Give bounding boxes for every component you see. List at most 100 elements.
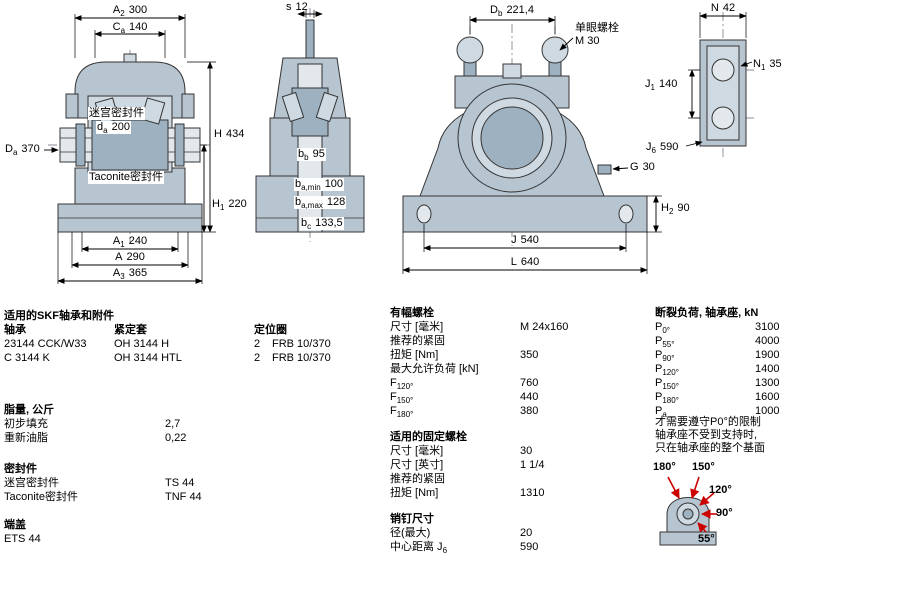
load-angle-label-90: 90°: [716, 507, 733, 519]
p0-limit-note: 才需要遵守P0°的限制 轴承座不受到支持时, 只在轴承座的整个基面: [655, 416, 805, 455]
col-header-ring: 定位圈: [254, 324, 287, 336]
pin-section-title: 销钉尺寸: [390, 513, 434, 525]
load-row-p150: P150°1300: [655, 377, 780, 392]
spec-row: 径(最大)20: [390, 527, 533, 539]
bearing-row: C 3144 K OH 3144 HTL 2 FRB 10/370: [4, 352, 331, 364]
spec-row: 推荐的紧固: [390, 473, 445, 485]
spec-row: 扭矩 [Nm]1310: [390, 487, 545, 499]
eye-bolt-label-line2: M 30: [575, 35, 600, 47]
drawing-housing-side-view: [685, 12, 754, 158]
base-bolt-hole-left: [416, 204, 432, 224]
fixing-bolts-section: 适用的固定螺栓 尺寸 [毫米]30 尺寸 [英寸]1 1/4 推荐的紧固 扭矩 …: [390, 430, 650, 500]
note-line: 才需要遵守P0°的限制: [655, 416, 761, 428]
load-arrow-55: [697, 522, 708, 533]
note-line: 轴承座不受到支持时,: [655, 429, 758, 441]
eye-bolt-label-line1: 单眼螺栓: [575, 22, 619, 34]
bearings-accessories-section: 适用的SKF轴承和附件 轴承 紧定套 定位圈 23144 CCK/W33 OH …: [4, 309, 374, 365]
cap-stud: [305, 19, 315, 61]
load-direction-diagram: [659, 476, 717, 546]
load-arrow-150: [690, 476, 700, 499]
seal-left: [75, 123, 86, 167]
col-header-bearing: 轴承: [4, 324, 26, 336]
col-header-sleeve: 紧定套: [114, 324, 147, 336]
spec-row-f180: F180°380: [390, 405, 539, 420]
spec-row: 最大允许负荷 [kN]: [390, 363, 479, 375]
load-angle-label-120: 120°: [709, 484, 732, 496]
bore-inner: [480, 106, 544, 170]
load-angle-label-180: 180°: [653, 461, 676, 473]
eye-bolt-right: [541, 36, 569, 64]
bearing-row: 23144 CCK/W33 OH 3144 H 2 FRB 10/370: [4, 338, 331, 350]
fixing-bolts-title: 适用的固定螺栓: [390, 431, 467, 443]
load-arrow-120: [699, 492, 715, 506]
load-row-p180: P180°1600: [655, 391, 780, 406]
base-front: [402, 195, 648, 233]
load-row-p0: P0°3100: [655, 321, 780, 336]
spec-row: 尺寸 [毫米]M 24x160: [390, 321, 569, 333]
spec-row: 尺寸 [英寸]1 1/4: [390, 459, 545, 471]
spec-row: 推荐的紧固: [390, 335, 445, 347]
grease-nipple: [123, 53, 137, 63]
end-cover-title: 端盖: [4, 519, 26, 531]
spec-row-f120: F120°760: [390, 377, 539, 392]
load-row-p120: P120°1400: [655, 363, 780, 378]
side-bolt-hole-bottom: [711, 106, 735, 130]
end-cover-section: 端盖 ETS 44: [4, 518, 244, 546]
taconite-seal-label: Taconite密封件: [88, 171, 164, 184]
spec-row: 扭矩 [Nm]350: [390, 349, 539, 361]
drawing-housing-front-view: [402, 16, 662, 274]
labyrinth-seal-label: 迷宫密封件: [88, 107, 145, 120]
breaking-loads-title: 断裂负荷, 轴承座, kN: [655, 307, 759, 319]
load-angle-label-150: 150°: [692, 461, 715, 473]
attachment-bolts-section: 有幅螺栓 尺寸 [毫米]M 24x160 推荐的紧固 扭矩 [Nm]350 最大…: [390, 306, 650, 420]
note-line: 只在轴承座的整个基面: [655, 442, 765, 454]
load-angle-label-55: 55°: [698, 533, 715, 545]
load-row-p90: P90°1900: [655, 349, 780, 364]
grease-section-title: 脂量, 公斤: [4, 404, 55, 416]
breaking-loads-section: 断裂负荷, 轴承座, kN P0°3100 P55°4000 P90°1900 …: [655, 306, 895, 420]
spec-row: ETS 44: [4, 533, 41, 545]
eye-bolt-left: [456, 36, 484, 64]
side-bolt-hole-top: [711, 58, 735, 82]
eye-bolt-label: 单眼螺栓 M 30: [575, 22, 619, 48]
bearings-section-title: 适用的SKF轴承和附件: [4, 310, 114, 322]
attachment-bolts-title: 有幅螺栓: [390, 307, 434, 319]
load-row-p55: P55°4000: [655, 335, 780, 350]
spec-row: 尺寸 [毫米]30: [390, 445, 533, 457]
spec-row-f150: F150°440: [390, 391, 539, 406]
bearings-header-row: 轴承 紧定套 定位圈: [4, 323, 374, 337]
seals-section-title: 密封件: [4, 463, 37, 475]
